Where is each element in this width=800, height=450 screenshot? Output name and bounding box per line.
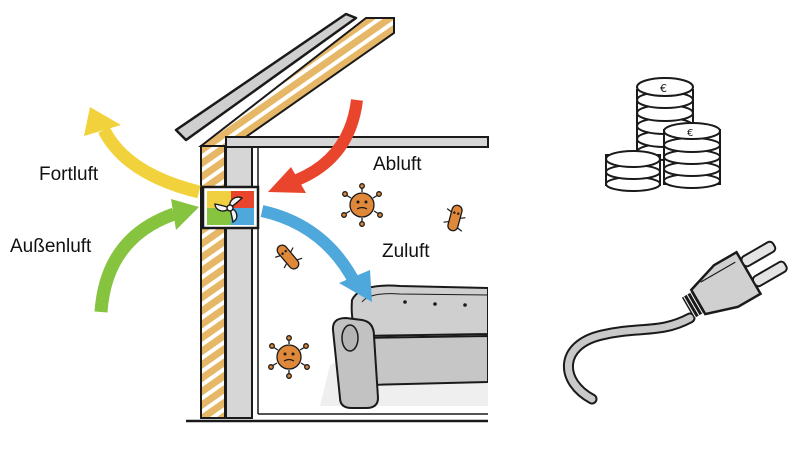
ventilation-unit bbox=[201, 185, 260, 230]
coin-stack-icon: € € bbox=[605, 77, 721, 192]
svg-text:€: € bbox=[660, 82, 667, 95]
germ-icon bbox=[443, 204, 466, 232]
germ-icon bbox=[268, 335, 310, 379]
abluft-label: Abluft bbox=[373, 154, 422, 175]
roof-board bbox=[174, 12, 358, 142]
zuluft-arrow bbox=[260, 205, 372, 302]
zuluft-label: Zuluft bbox=[382, 241, 430, 262]
germ-icon bbox=[341, 183, 383, 227]
svg-text:€: € bbox=[687, 128, 693, 139]
aussenluft-label: Außenluft bbox=[10, 236, 92, 257]
fortluft-label: Fortluft bbox=[39, 164, 99, 185]
sofa-icon bbox=[320, 284, 488, 409]
germ-icon bbox=[275, 244, 303, 270]
ceiling bbox=[225, 136, 489, 148]
fan-icon bbox=[214, 196, 244, 224]
power-plug-icon bbox=[562, 240, 788, 405]
roof-insulation bbox=[198, 17, 395, 147]
abluft-arrow bbox=[268, 99, 363, 193]
aussenluft-arrow bbox=[94, 199, 199, 313]
fortluft-arrow bbox=[84, 107, 201, 199]
